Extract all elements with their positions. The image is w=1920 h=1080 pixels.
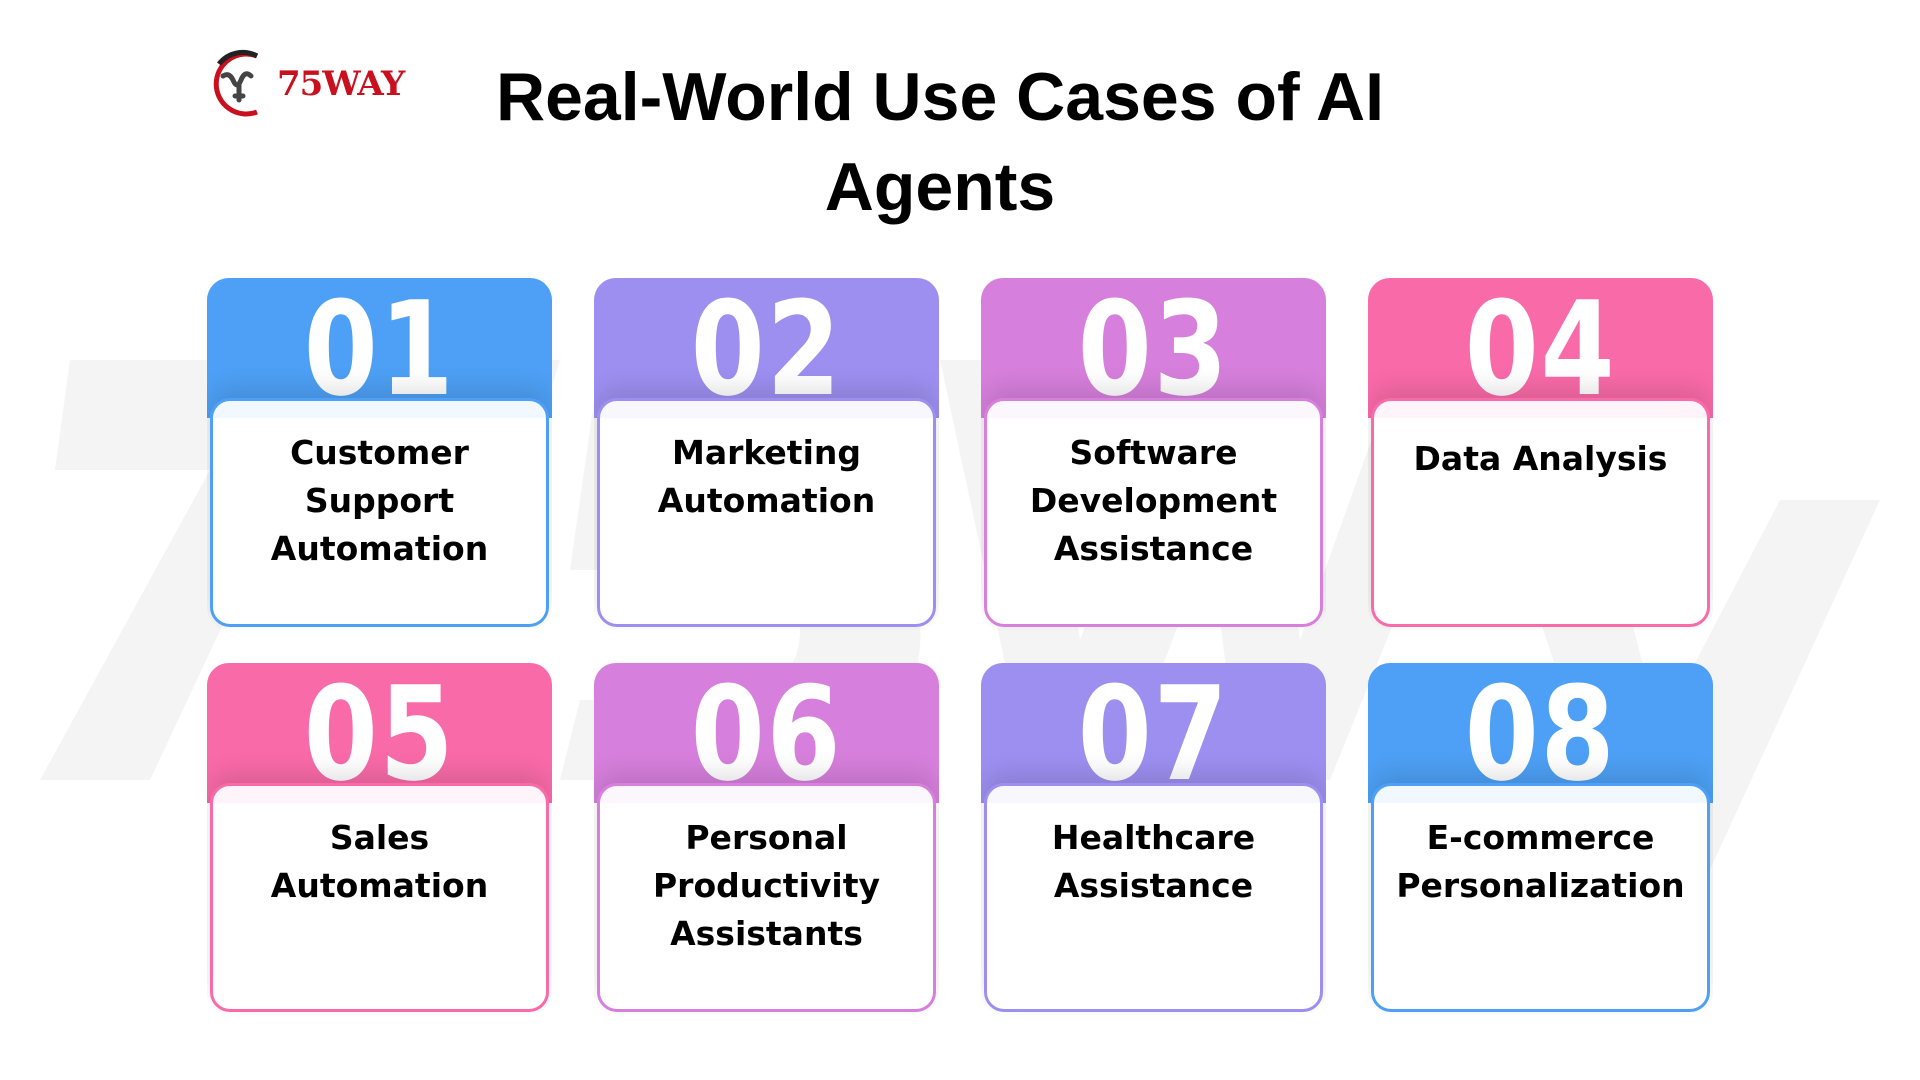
card-body: Healthcare Assistance (984, 783, 1323, 1012)
use-case-card: 06 Personal Productivity Assistants (594, 663, 939, 1015)
use-case-card: 03 Software Development Assistance (981, 278, 1326, 630)
use-case-grid: 01 Customer Support Automation 02 Market… (207, 278, 1713, 1015)
page-title: Real-World Use Cases of AI Agents (495, 59, 1385, 225)
card-header: 02 (594, 278, 939, 418)
card-label: Marketing Automation (657, 433, 876, 520)
use-case-card: 01 Customer Support Automation (207, 278, 552, 630)
card-number: 02 (690, 284, 843, 396)
card-body: Data Analysis (1371, 398, 1710, 627)
card-header: 03 (981, 278, 1326, 418)
logo-text: 75WAY (277, 64, 405, 104)
card-header: 05 (207, 663, 552, 803)
use-case-card: 05 Sales Automation (207, 663, 552, 1015)
card-body: Sales Automation (210, 783, 549, 1012)
card-number: 03 (1077, 284, 1230, 396)
card-number: 01 (303, 284, 456, 396)
card-header: 04 (1368, 278, 1713, 418)
use-case-card: 07 Healthcare Assistance (981, 663, 1326, 1015)
card-label: Customer Support Automation (270, 433, 489, 568)
card-body: E-commerce Personalization (1371, 783, 1710, 1012)
logo-emblem-icon (213, 49, 259, 117)
card-label: Sales Automation (270, 818, 489, 905)
card-number: 04 (1464, 284, 1617, 396)
card-label: Personal Productivity Assistants (652, 818, 880, 953)
use-case-card: 02 Marketing Automation (594, 278, 939, 630)
card-body: Customer Support Automation (210, 398, 549, 627)
use-case-card: 04 Data Analysis (1368, 278, 1713, 630)
card-header: 07 (981, 663, 1326, 803)
card-label: Healthcare Assistance (1051, 818, 1256, 905)
card-number: 08 (1464, 669, 1617, 781)
card-body: Marketing Automation (597, 398, 936, 627)
card-number: 06 (690, 669, 843, 781)
card-label: E-commerce Personalization (1396, 818, 1685, 905)
card-header: 06 (594, 663, 939, 803)
card-label: Data Analysis (1413, 439, 1668, 478)
card-number: 05 (303, 669, 456, 781)
use-case-card: 08 E-commerce Personalization (1368, 663, 1713, 1015)
card-body: Software Development Assistance (984, 398, 1323, 627)
brand-logo: 75WAY (205, 48, 415, 120)
card-number: 07 (1077, 669, 1230, 781)
card-header: 01 (207, 278, 552, 418)
card-body: Personal Productivity Assistants (597, 783, 936, 1012)
card-label: Software Development Assistance (1029, 433, 1278, 568)
card-header: 08 (1368, 663, 1713, 803)
